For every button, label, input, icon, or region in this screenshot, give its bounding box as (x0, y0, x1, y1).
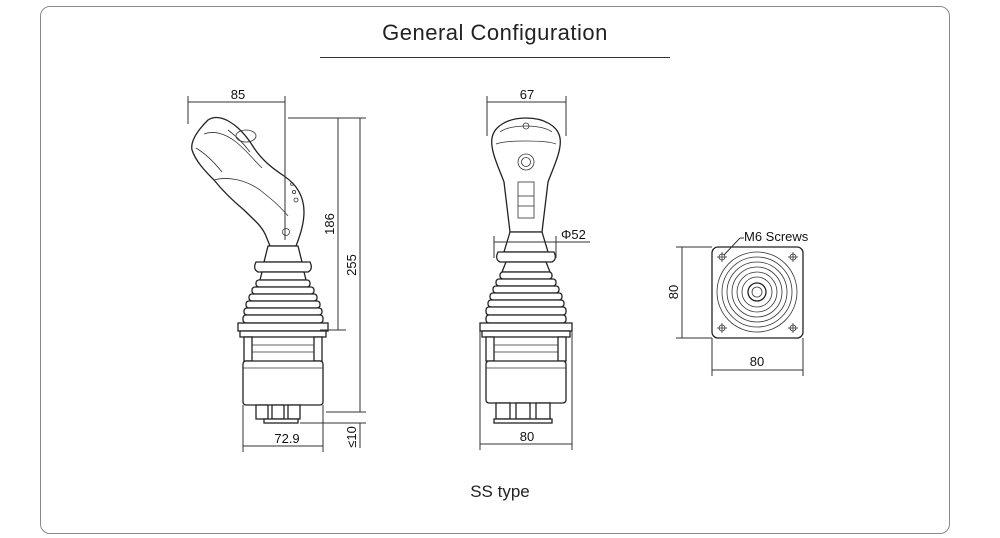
page-title: General Configuration (382, 20, 608, 45)
dim-side-base-width: 72.9 (274, 431, 299, 446)
dim-plate-height: 80 (666, 285, 681, 299)
plate-view: M6 Screws 80 80 (666, 229, 809, 376)
front-mount-plate (479, 322, 573, 332)
side-flange (254, 261, 312, 273)
dim-side-total-height: 255 (344, 254, 359, 276)
dim-front-diameter: Φ52 (561, 227, 586, 242)
front-flange (496, 251, 556, 263)
diagram-frame (40, 6, 950, 534)
dim-side-bottom-clearance: ≤10 (344, 426, 359, 448)
dim-front-base-width: 80 (520, 429, 534, 444)
dim-plate-screws: M6 Screws (744, 229, 809, 244)
front-view: 67 Φ52 80 (479, 87, 590, 450)
side-view: 85 186 255 ≤10 72.9 (187, 87, 366, 452)
front-housing (485, 360, 567, 404)
figure-caption: SS type (470, 482, 530, 501)
side-mount-plate (237, 322, 329, 332)
side-handle-grip (191, 116, 305, 247)
dim-plate-width: 80 (750, 354, 764, 369)
dim-side-top-width: 85 (231, 87, 245, 102)
front-handle-grip (491, 117, 561, 233)
plate-screw-holes (717, 252, 798, 333)
title-underline (320, 57, 670, 58)
dim-side-handle-height: 186 (322, 213, 337, 235)
dim-front-top-width: 67 (520, 87, 534, 102)
